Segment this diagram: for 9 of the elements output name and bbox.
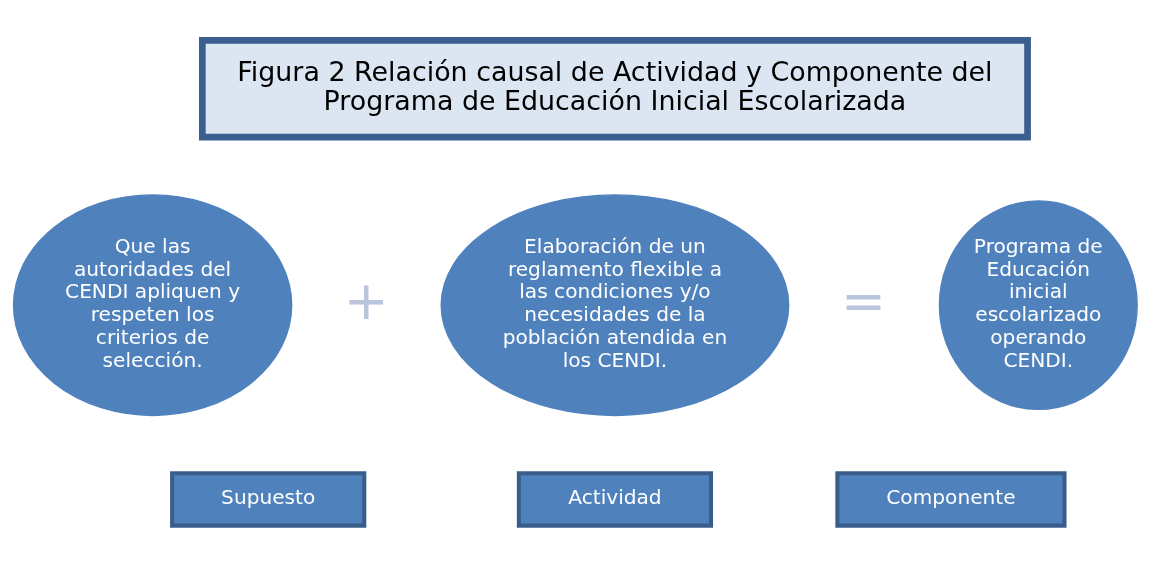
node-ellipse: Que las autoridades del CENDI apliquen y respeten los criterios de selección.: [12, 193, 293, 416]
node-circle: Programa de Educación inicial escolarizado operando CENDI.: [938, 199, 1138, 410]
node-box: Actividad: [516, 470, 714, 528]
label: =: [841, 268, 887, 332]
node-box: Supuesto: [170, 470, 367, 528]
node-box: Componente: [835, 470, 1067, 528]
label: +: [343, 268, 389, 332]
node-box: Figura 2 Relación causal de Actividad y Componente del Programa de Educación Inicial Escolarizada: [199, 36, 1031, 140]
node-ellipse: Elaboración de un reglamento flexible a las condiciones y/o necesidades de la población atendida en los CENDI.: [440, 193, 790, 416]
